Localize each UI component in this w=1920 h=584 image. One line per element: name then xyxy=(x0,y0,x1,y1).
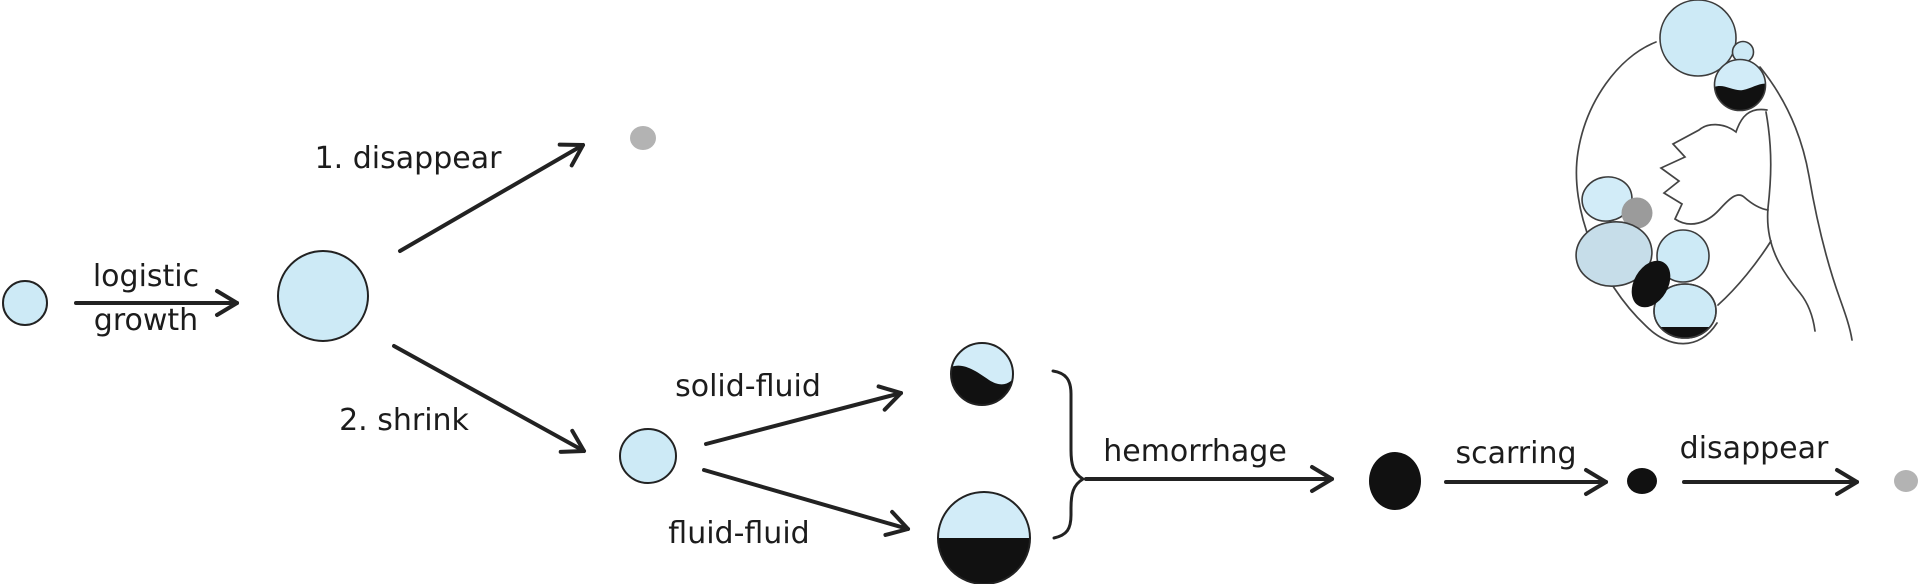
branch-shrink-label: 2. shrink xyxy=(339,403,469,438)
kidney-outline-left xyxy=(1575,41,1718,345)
shrink-arrow xyxy=(392,344,586,454)
fluid-fluid-cyst xyxy=(937,491,1031,584)
disappeared-remnant-final xyxy=(1894,470,1918,492)
kidney-cyst-top-large xyxy=(1659,0,1737,77)
kidney-cyst-pale-large xyxy=(1575,221,1653,287)
branch-disappear-label: 1. disappear xyxy=(315,141,502,176)
kidney-cyst-mid xyxy=(1656,229,1710,283)
disappeared-remnant-top xyxy=(630,126,656,150)
scar-nodule xyxy=(1627,468,1657,494)
hemorrhagic-cyst xyxy=(1369,452,1421,510)
kidney-with-cysts-icon xyxy=(1575,0,1853,345)
kidney-hilum-ureter-inner xyxy=(1765,111,1816,332)
initial-cyst xyxy=(2,280,48,326)
kidney-cyst-small-left xyxy=(1581,176,1633,222)
kidney-hilum-bottom-curve xyxy=(1717,240,1772,306)
hemorrhage-label: hemorrhage xyxy=(1103,434,1287,469)
disappear-top-arrow xyxy=(398,142,585,253)
kidney-cyst-solid-fluid xyxy=(1713,58,1767,112)
merge-brace xyxy=(1051,369,1085,540)
fluid-fluid-label: fluid-fluid xyxy=(668,516,809,551)
disappear-final-label: disappear xyxy=(1680,431,1829,466)
shrunk-cyst xyxy=(619,428,677,484)
kidney-gray-nodule xyxy=(1621,197,1653,229)
kidney-outline-right-ureter-outer xyxy=(1759,66,1853,341)
scarring-label: scarring xyxy=(1455,436,1576,471)
grown-cyst xyxy=(277,250,369,342)
solid-fluid-arrow xyxy=(704,384,903,446)
kidney-cyst-bottom-with-blood xyxy=(1653,283,1717,339)
solid-fluid-cyst xyxy=(950,342,1014,406)
solid-fluid-label: solid-fluid xyxy=(675,369,821,404)
growth-label-line1: logistic xyxy=(93,259,199,294)
fluid-fluid-arrow xyxy=(702,468,910,537)
renal-pelvis-shape xyxy=(1659,108,1769,225)
kidney-black-nodule xyxy=(1631,260,1671,308)
growth-label-line2: growth xyxy=(94,303,198,338)
